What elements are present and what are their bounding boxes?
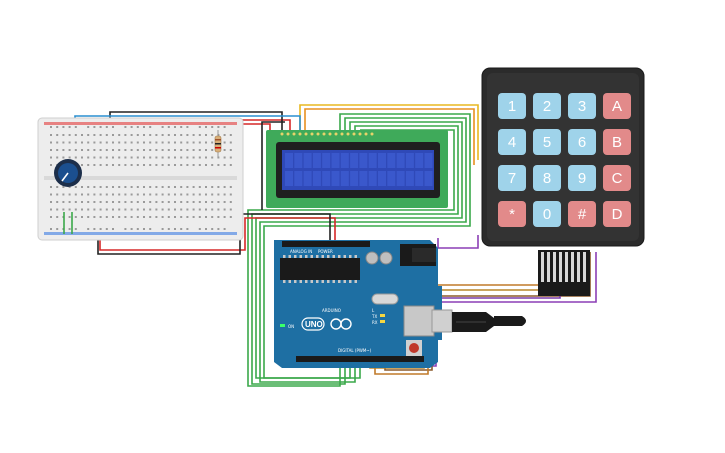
keypad-key-label: 3	[578, 98, 586, 115]
keypad-key-label: 0	[543, 206, 551, 223]
wire-green-5[interactable]	[247, 129, 455, 387]
breadboard-holes	[50, 126, 232, 230]
uno-logo-text: UNO	[305, 320, 323, 329]
keypad-key-label: 1	[508, 98, 516, 115]
keypad-key[interactable]: *	[498, 201, 526, 227]
rx-led	[380, 320, 385, 323]
keypad-key[interactable]: 2	[533, 93, 561, 119]
keypad-key-label: 2	[543, 98, 551, 115]
keypad-key-label: B	[612, 134, 622, 151]
lcd-character-cells	[285, 153, 433, 186]
keypad-key[interactable]: 0	[533, 201, 561, 227]
on-led	[280, 324, 285, 327]
lcd-header-pins	[280, 132, 374, 136]
arduino-brand-text: ARDUINO	[322, 308, 341, 313]
power-label: POWER	[318, 249, 333, 254]
keypad-key[interactable]: 6	[568, 129, 596, 155]
tx-label: TX	[371, 314, 377, 319]
keypad-key-label: A	[612, 98, 622, 115]
keypad-key[interactable]: 8	[533, 165, 561, 191]
wire-purple-1[interactable]	[437, 235, 479, 249]
keypad-key-label: 4	[508, 134, 516, 151]
keypad-key-label: 6	[578, 134, 586, 151]
crystal	[371, 293, 399, 305]
power-rail-top	[44, 122, 237, 125]
keypad-key[interactable]: 5	[533, 129, 561, 155]
keypad-key[interactable]: 1	[498, 93, 526, 119]
bottom-header	[296, 356, 424, 362]
rx-label: RX	[372, 320, 378, 325]
keypad-key[interactable]: 3	[568, 93, 596, 119]
wire-green-2[interactable]	[259, 117, 467, 383]
wire-black-lcd[interactable]	[261, 121, 285, 210]
capacitor-2	[379, 251, 393, 265]
breadboard[interactable]	[37, 117, 244, 241]
center-channel	[44, 176, 237, 180]
lcd-16x2[interactable]	[266, 130, 448, 208]
keypad-key[interactable]: B	[603, 129, 631, 155]
wire-orange[interactable]	[304, 108, 475, 165]
uno-logo: UNO	[301, 317, 352, 331]
analog-label: ANALOG IN	[290, 249, 312, 254]
keypad-key-label: 5	[543, 134, 551, 151]
resistor[interactable]	[214, 130, 222, 158]
keypad-key-label: 8	[543, 170, 551, 187]
keypad-key-label: C	[612, 170, 623, 187]
wire-green-3[interactable]	[255, 121, 463, 379]
l-label: L	[372, 308, 375, 313]
arduino-uno[interactable]: UNO ARDUINO TX RX L ON POWER ANALOG IN D…	[274, 240, 442, 368]
wire-brown-2[interactable]	[374, 284, 540, 375]
keypad-header	[538, 250, 590, 296]
keypad-key-label: 9	[578, 170, 586, 187]
keypad-key[interactable]: D	[603, 201, 631, 227]
on-label: ON	[288, 324, 294, 329]
atmega-chip	[280, 258, 360, 280]
power-rail-bottom	[44, 232, 237, 235]
potentiometer[interactable]	[54, 159, 82, 187]
keypad-key[interactable]: #	[568, 201, 596, 227]
keypad-key[interactable]: A	[603, 93, 631, 119]
wire-red-bottom[interactable]	[99, 217, 336, 251]
usb-port[interactable]	[403, 305, 435, 337]
infinity-right-icon	[340, 318, 352, 330]
keypad-key-label: D	[612, 206, 623, 223]
keypad-key[interactable]: 7	[498, 165, 526, 191]
keypad-key-label: #	[578, 206, 587, 223]
keypad-keys: 1 2 3 A 4 5 6 B 7 8 9 C * 0 # D	[498, 93, 631, 227]
tx-led	[380, 314, 385, 317]
capacitor-1	[365, 251, 379, 265]
keypad-key-label: 7	[508, 170, 516, 187]
keypad-4x4[interactable]: 1 2 3 A 4 5 6 B 7 8 9 C * 0 # D	[481, 67, 645, 296]
keypad-key[interactable]: C	[603, 165, 631, 191]
keypad-key-label: *	[509, 206, 515, 223]
top-header	[282, 241, 370, 247]
usb-cable[interactable]	[431, 309, 526, 333]
keypad-key[interactable]: 4	[498, 129, 526, 155]
wire-green-4[interactable]	[251, 125, 459, 385]
digital-label: DIGITAL (PWM~)	[338, 348, 372, 353]
keypad-key[interactable]: 9	[568, 165, 596, 191]
